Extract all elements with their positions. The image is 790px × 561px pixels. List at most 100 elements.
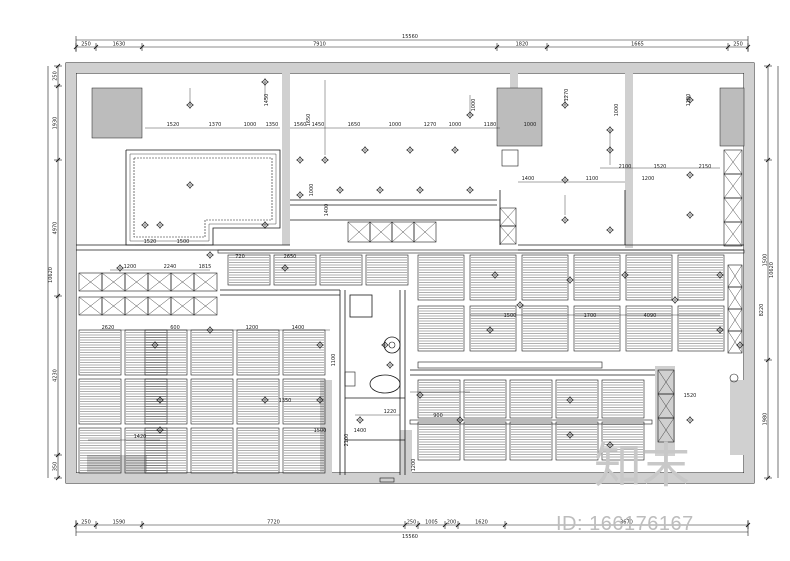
- ceiling-panel-lower: [601, 379, 645, 419]
- wall-fill: [87, 455, 147, 473]
- linear-light-strip: [409, 419, 653, 425]
- ceiling-panel-lower: [463, 421, 507, 461]
- plan-dim-label: 1270: [424, 122, 437, 128]
- cabinet-band-center-cross: [413, 221, 437, 243]
- left-chain-slash: [55, 63, 61, 69]
- bottom-chain-slash: [139, 522, 145, 528]
- ceiling-panel-right: [573, 305, 621, 352]
- plan-dim-label: 1400: [354, 428, 367, 434]
- plan-dim-label: 1200: [642, 176, 655, 182]
- ceiling-panel-center: [144, 427, 188, 474]
- plan-dim-label: 1520: [167, 122, 180, 128]
- plan-dim-label: 900: [433, 413, 443, 419]
- ceiling-grid: [78, 149, 745, 474]
- right-chain-label: 1500: [763, 254, 769, 267]
- ceiling-panel-left: [78, 427, 122, 474]
- top-chain-label: 1630: [113, 42, 126, 48]
- left-chain-label: 4230: [53, 369, 59, 382]
- cabinet-band-mid-cross: [499, 207, 517, 227]
- right-chain-slash: [765, 475, 771, 481]
- ceiling-panel-right: [625, 305, 673, 352]
- overall-dim-bottom: 15560: [402, 534, 418, 540]
- walls: [65, 62, 755, 484]
- plan-dim-label: 1700: [584, 313, 597, 319]
- cabinet-band-left-cross: [124, 296, 149, 316]
- bottom-chain-label: 250: [81, 520, 91, 526]
- bottom-chain-slash: [455, 522, 461, 528]
- cabinet-band-left-upper: [193, 272, 218, 292]
- outlet-icon: [729, 373, 739, 383]
- bottom-chain-slash: [442, 522, 448, 528]
- cabinet-band-right-cross: [723, 173, 743, 199]
- left-chain-label: 1930: [53, 117, 59, 130]
- plan-dim-label: 1520: [144, 239, 157, 245]
- plan-dim-label: 2650: [284, 254, 297, 260]
- cabinet-band-right-lower-cross: [727, 308, 743, 332]
- cabinet-band-right-lower-cross: [727, 286, 743, 310]
- right-side-dim: 8220: [759, 304, 765, 317]
- top-chain-slash: [745, 44, 751, 50]
- cabinet-band-left-upper-cross: [193, 272, 218, 292]
- plan-dim-label: 1520: [654, 164, 667, 170]
- cabinet-band-right-lower-cross: [727, 264, 743, 288]
- toilet-icon: [344, 371, 356, 387]
- plan-dim-label-vertical: 1400: [324, 204, 330, 217]
- left-chain-label: 250: [53, 71, 59, 81]
- plan-dim-label: 2100: [619, 164, 632, 170]
- bottom-chain-slash: [415, 522, 421, 528]
- watermark-glyphs: 知末: [594, 438, 690, 494]
- ceiling-panel-center: [190, 427, 234, 474]
- ceiling-recess-outer: [125, 149, 281, 246]
- wall-fill: [66, 63, 76, 483]
- plan-dim-label: 1200: [246, 325, 259, 331]
- cabinet-band-left-upper-cross: [124, 272, 149, 292]
- structural-column: [496, 87, 543, 147]
- ceiling-panel-strip: [227, 254, 271, 286]
- ceiling-panel-right: [469, 305, 517, 352]
- plan-dim-label: 1370: [209, 122, 222, 128]
- cabinet-band-right-cross: [723, 221, 743, 247]
- cabinet-band-left-upper-cross: [170, 272, 195, 292]
- ceiling-panel-left: [78, 378, 122, 425]
- plan-dim-label: 1400: [292, 325, 305, 331]
- plan-dim-label: 1350: [279, 398, 292, 404]
- overall-dim-right: 10620: [769, 262, 775, 278]
- left-chain-slash: [55, 83, 61, 89]
- ceiling-panel-lower: [417, 379, 461, 419]
- plan-dim-label-vertical: 1200: [411, 459, 417, 472]
- bottom-chain-slash: [402, 522, 408, 528]
- plan-dim-label: 1000: [524, 122, 537, 128]
- left-chain-slash: [55, 475, 61, 481]
- ceiling-panel-strip: [319, 254, 363, 286]
- ceiling-recess-inner: [133, 157, 273, 238]
- plan-dim-label: 1500: [314, 428, 327, 434]
- ceiling-panel-right: [469, 254, 517, 301]
- left-chain-slash: [55, 293, 61, 299]
- plan-dim-label: 1500: [177, 239, 190, 245]
- cabinet-band-center-cross: [347, 221, 371, 243]
- wall-fill: [282, 73, 290, 245]
- bottom-chain-label: 250: [407, 520, 417, 526]
- plan-dim-label-vertical: 1450: [264, 94, 270, 107]
- cabinet-band-right-lower: [727, 330, 743, 354]
- ceiling-recess-mid: [129, 153, 277, 242]
- right-chain-label: 1980: [763, 413, 769, 426]
- bottom-chain-label: 1590: [113, 520, 126, 526]
- plan-dim-label: 1650: [348, 122, 361, 128]
- ceiling-panel-right: [573, 254, 621, 301]
- top-chain-label: 250: [81, 42, 91, 48]
- wall-fill: [400, 430, 412, 475]
- top-chain-slash: [725, 44, 731, 50]
- ceiling-panel-lower: [555, 379, 599, 419]
- cabinet-band-corner: [657, 417, 675, 443]
- ceiling-panel-lower: [601, 421, 645, 461]
- ceiling-panel-lower: [463, 379, 507, 419]
- ceiling-panel-right: [521, 254, 569, 301]
- ceiling-panel-right: [417, 305, 465, 352]
- cabinet-band-corner-cross: [657, 369, 675, 395]
- plan-dim-label: 1815: [199, 264, 212, 270]
- ceiling-panel-strip: [365, 254, 409, 286]
- dimension-lines: [47, 36, 779, 536]
- ceiling-panel-center: [144, 378, 188, 425]
